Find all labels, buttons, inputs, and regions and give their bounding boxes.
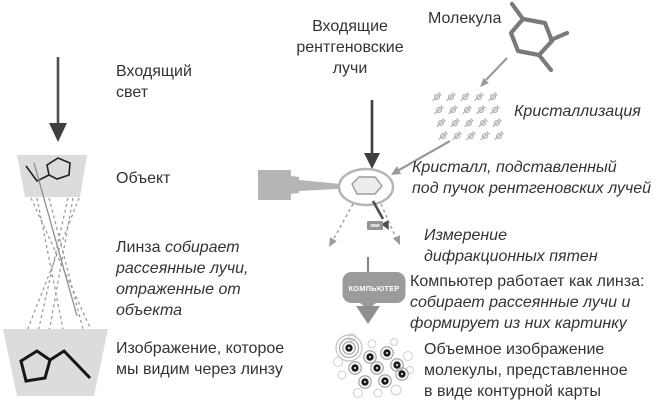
detector-icon — [367, 221, 383, 230]
xray-arrow-icon — [364, 100, 380, 169]
lens-caption-italic: собирает рассеянные лучи, отраженные от … — [116, 239, 249, 319]
computer-badge: КОМПЬЮТЕР — [342, 257, 406, 324]
diffraction-caption: Измерение дифракционных пятен — [424, 227, 598, 265]
crystal-lattice-icon — [431, 91, 505, 141]
diffraction-arrows — [329, 200, 400, 247]
light-arrow-icon — [49, 57, 67, 142]
incoming-xrays-label: Входящие рентгеновские лучи — [296, 18, 404, 77]
xray-source-icon — [258, 170, 346, 200]
lens-ray-line — [33, 162, 78, 317]
result-caption: Объемное изображение молекулы, представл… — [424, 341, 628, 400]
computer-badge-label: КОМПЬЮТЕР — [349, 284, 400, 293]
molecule-label: Молекула — [428, 10, 502, 27]
image-caption: Изображение, которое мы видим через линз… — [116, 340, 285, 378]
scattered-rays — [24, 197, 94, 342]
contour-map-icon — [333, 333, 414, 398]
molecule-icon — [508, 1, 570, 73]
lattice-arrow-icon — [391, 140, 451, 175]
computer-caption: Компьютер работает как линза: собирает р… — [410, 271, 658, 334]
computer-caption-regular: Компьютер работает как линза: — [410, 273, 645, 290]
object-label: Объект — [116, 170, 171, 187]
crystal-caption: Кристалл, подставленный под пучок рентге… — [412, 159, 652, 197]
crystal-loop-icon — [337, 167, 395, 207]
molecule-arrow-icon — [480, 57, 508, 87]
object-shape — [17, 155, 87, 197]
computer-caption-italic: собирает рассеянные лучи и формирует из … — [410, 294, 631, 332]
lens-caption-regular: Линза — [116, 239, 165, 256]
incoming-light-label: Входящий свет — [116, 63, 192, 101]
lens-caption: Линза собирает рассеянные лучи, отраженн… — [116, 237, 261, 321]
crystallization-label: Кристаллизация — [514, 103, 641, 120]
image-shape — [3, 329, 108, 396]
